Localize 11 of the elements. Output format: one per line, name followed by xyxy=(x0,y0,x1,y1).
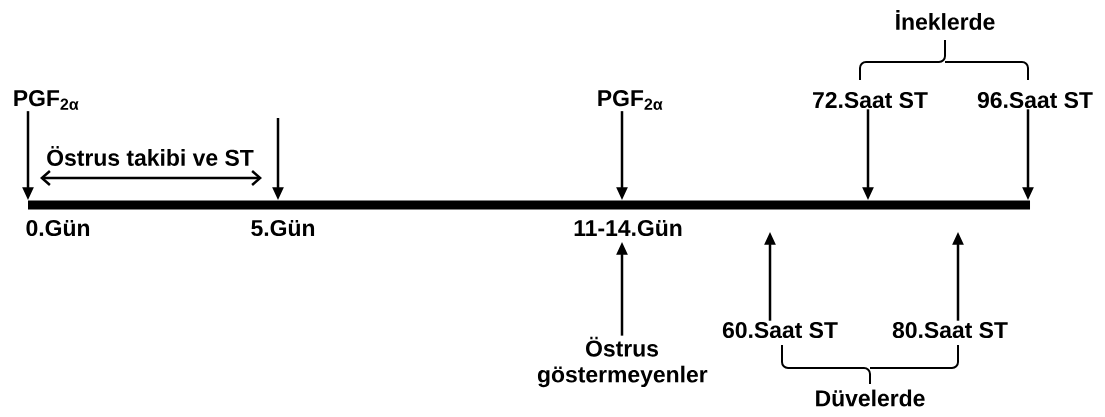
text-label: Östrus göstermeyenler xyxy=(537,336,708,388)
text-label: 72.Saat ST xyxy=(813,91,928,109)
text-label: Östrus takibi ve ST xyxy=(47,146,254,166)
text-label: İneklerde xyxy=(896,10,995,30)
text-label: 11-14.Gün xyxy=(574,219,682,237)
text-label: Düvelerde xyxy=(816,389,925,407)
text-label: 60.Saat ST xyxy=(722,321,838,339)
text-label: PGF$_{2α}$ xyxy=(14,90,79,110)
text-label: 80.Saat ST xyxy=(892,321,1008,339)
text-label: PGF$_{2α}$ xyxy=(598,90,663,110)
text-label: 96.Saat ST xyxy=(977,91,1093,109)
